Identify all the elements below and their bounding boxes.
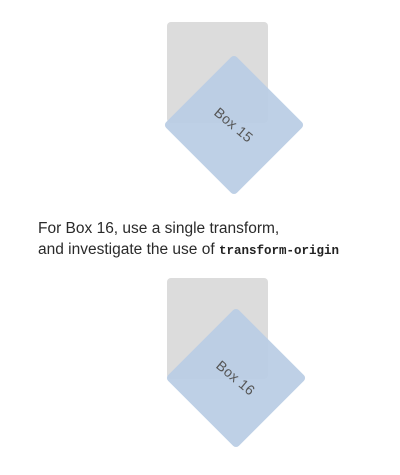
transform-origin-code: transform-origin: [218, 244, 339, 258]
box-15-label: Box 15: [211, 104, 257, 146]
box-16-label: Box 16: [213, 357, 259, 399]
instructions-line-1: For Box 16, use a single transform,: [38, 220, 280, 237]
instructions-line-2: and investigate the use of transform-ori…: [38, 239, 339, 262]
instructions-text: For Box 16, use a single transform, and …: [38, 218, 339, 262]
instructions-line-2-prefix: and investigate the use of: [38, 241, 219, 258]
